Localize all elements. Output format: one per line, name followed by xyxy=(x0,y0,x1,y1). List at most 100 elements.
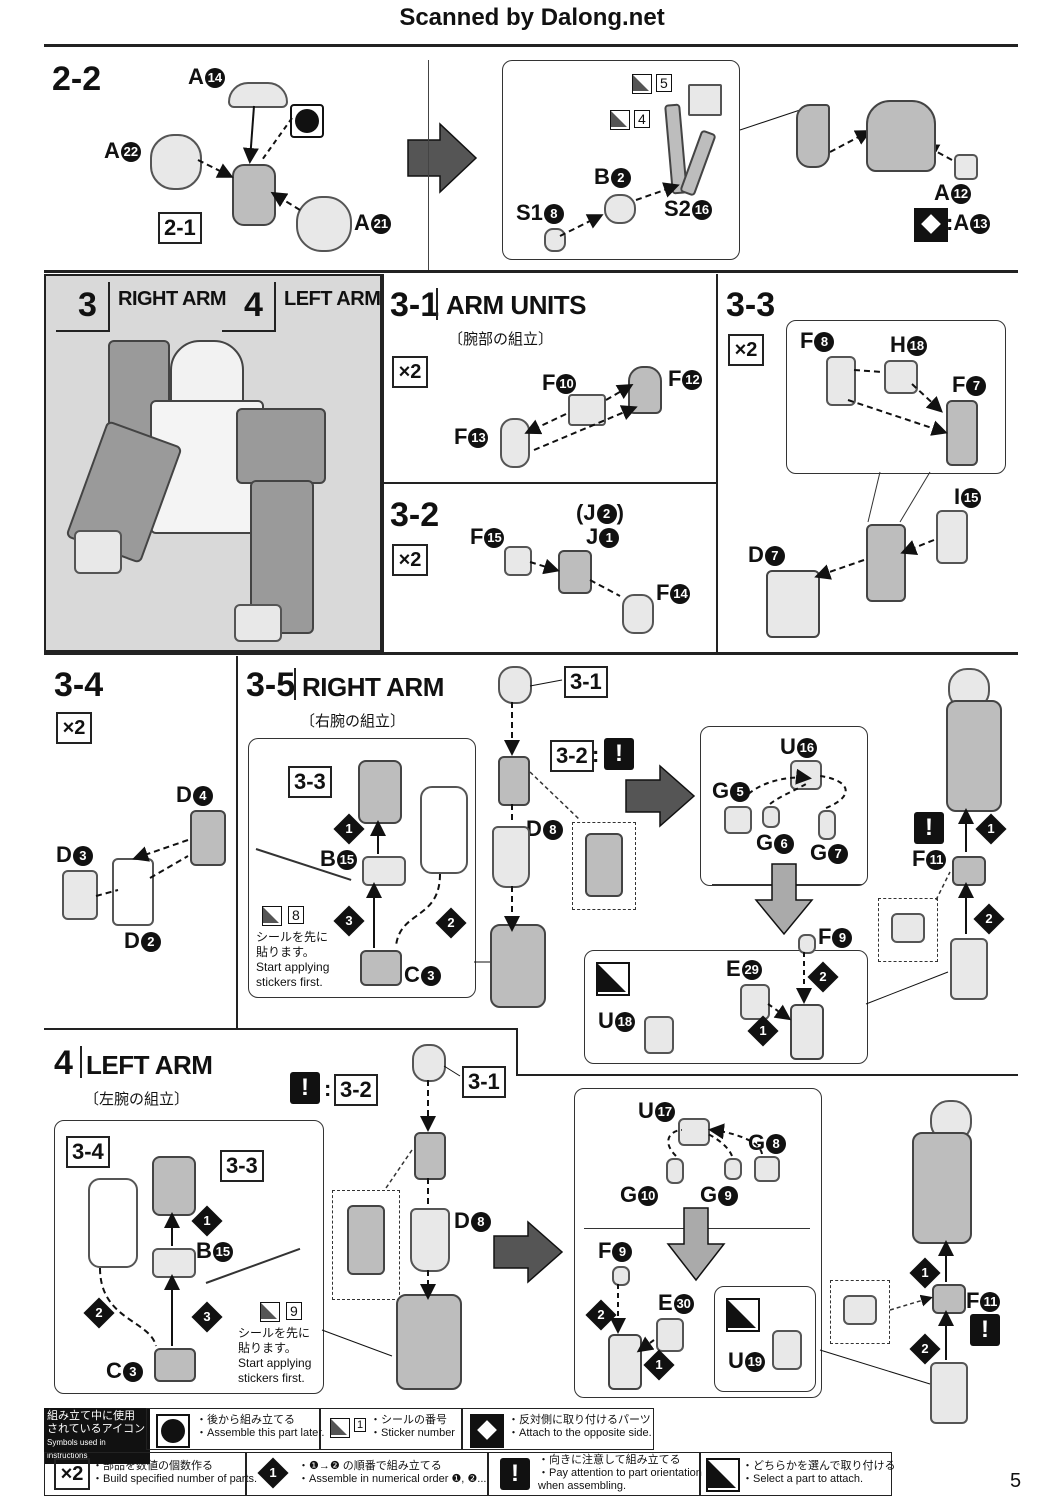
colon-a: : xyxy=(592,742,600,767)
part-arm-assembled xyxy=(490,924,546,1008)
orientation-warning-icon-c: ! xyxy=(290,1072,320,1104)
ref-3-1-b: 3-1 xyxy=(462,1066,506,1098)
legend-sticker-text: ・シールの番号・Sticker number xyxy=(370,1414,455,1439)
step-3-title: RIGHT ARM xyxy=(118,288,227,310)
part-antenna-assembled xyxy=(796,104,830,168)
page-number: 5 xyxy=(1010,1470,1022,1492)
part-b15 xyxy=(362,856,406,886)
step-3-5-jp: 〔右腕の組立〕 xyxy=(300,713,406,730)
multiplier-3-4: ×2 xyxy=(56,712,92,744)
legend-sticker-icon xyxy=(330,1418,350,1438)
part-e30 xyxy=(656,1318,684,1352)
part-f15 xyxy=(504,546,532,576)
step-3-5-title: RIGHT ARM xyxy=(302,672,444,702)
sticker-icon-8 xyxy=(262,906,282,926)
part-hand-final-4 xyxy=(930,1362,968,1424)
part-head-core xyxy=(232,164,276,226)
part-a12 xyxy=(954,154,978,180)
part-h18 xyxy=(884,360,918,394)
ref-3-2-b: 3-2 xyxy=(334,1074,378,1106)
part-d4 xyxy=(190,810,226,866)
part-a14 xyxy=(228,82,288,108)
part-c3-l xyxy=(154,1348,196,1382)
part-c3 xyxy=(360,950,402,986)
part-shoulder-ball xyxy=(498,666,532,704)
part-j1 xyxy=(558,550,592,594)
ref-3-2-a: 3-2 xyxy=(550,740,594,772)
detail-inset-a xyxy=(572,822,636,910)
part-f14 xyxy=(622,594,654,634)
sticker-number-4: 4 xyxy=(634,110,650,128)
sticker-icon-4 xyxy=(610,110,630,130)
legend-select-text: ・どちらかを選んで取り付ける・Select a part to attach. xyxy=(742,1460,896,1485)
step-4-title: LEFT ARM xyxy=(284,288,381,310)
robot-right-hand xyxy=(234,604,282,642)
legend-later-icon xyxy=(156,1414,190,1448)
part-shoulder-ball-l xyxy=(412,1044,446,1082)
part-a21 xyxy=(296,196,352,252)
ref-3-3-b: 3-3 xyxy=(220,1150,264,1182)
step-4-detail-title: LEFT ARM xyxy=(86,1050,213,1080)
sticker-icon-9 xyxy=(260,1302,280,1322)
part-arm-assembled-l xyxy=(396,1294,462,1390)
legend-mult-icon: ×2 xyxy=(54,1458,90,1490)
part-d7 xyxy=(766,570,820,638)
step-2-2-arrows xyxy=(197,105,478,211)
select-part-icon-a xyxy=(596,962,630,996)
step-4-detail-number: 4 xyxy=(54,1044,73,1082)
top-rule xyxy=(44,44,1018,47)
orientation-warning-icon-b: ! xyxy=(914,812,944,844)
step-3-1-jp: 〔腕部の組立〕 xyxy=(448,331,554,348)
part-3-2-unit xyxy=(498,756,530,806)
legend-mult-text: ・部品を数値の個数作る・Build specified number of pa… xyxy=(92,1460,258,1485)
part-g6 xyxy=(762,806,780,828)
legend-select-icon xyxy=(706,1458,740,1492)
step-3-1-title: ARM UNITS xyxy=(446,290,586,320)
legend-sticker-num: 1 xyxy=(354,1418,367,1432)
step-3-4-number: 3-4 xyxy=(54,666,104,704)
ref-3-1-a: 3-1 xyxy=(564,666,608,698)
sticker-number-9: 9 xyxy=(286,1302,302,1320)
step-2-2-number: 2-2 xyxy=(52,60,102,98)
part-left-arm-full xyxy=(912,1132,972,1244)
legend-order-icon: 1 xyxy=(257,1457,289,1489)
detail-inset-c xyxy=(332,1190,400,1300)
legend-opposite-icon xyxy=(470,1414,504,1448)
select-part-icon-b xyxy=(726,1298,760,1332)
step-3-1-number: 3-1 xyxy=(390,286,440,324)
detail-inset-d xyxy=(830,1280,890,1344)
part-3-3-assembled xyxy=(866,524,906,602)
part-f8 xyxy=(826,356,856,406)
orientation-warning-icon-a: ! xyxy=(604,738,634,770)
step-3-number: 3 xyxy=(78,286,97,324)
ref-3-3-a: 3-3 xyxy=(288,766,332,798)
opposite-side-icon xyxy=(914,208,948,242)
part-hand-final-3-5 xyxy=(950,938,988,1000)
